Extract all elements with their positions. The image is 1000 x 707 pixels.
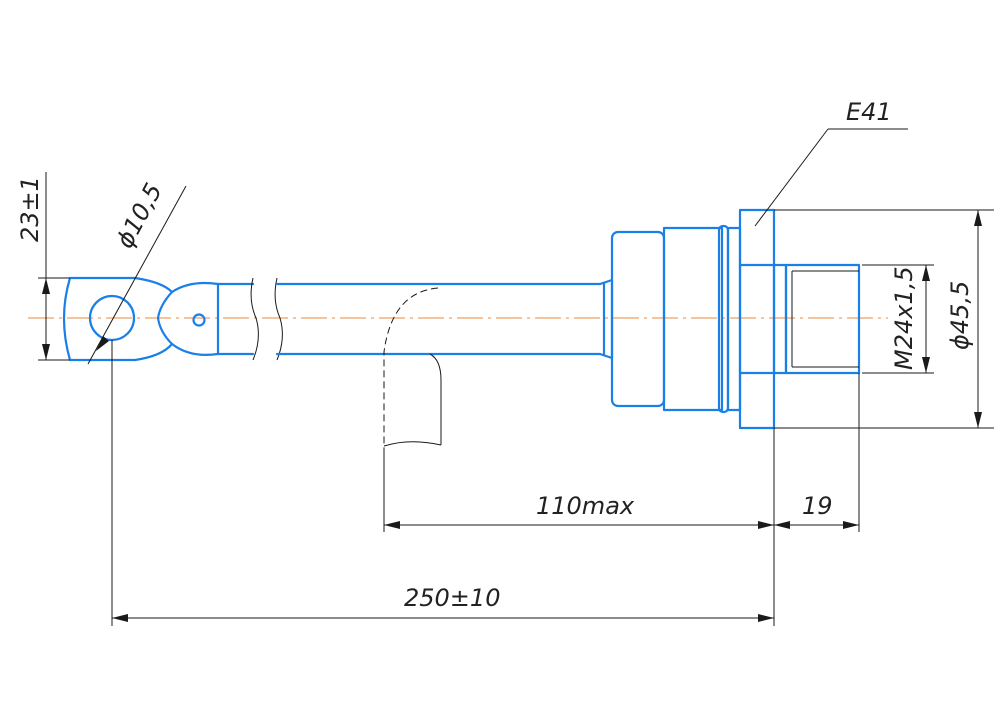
break-line-left: [250, 277, 259, 361]
thread-length-label: 19: [802, 492, 833, 520]
cable: [275, 278, 614, 360]
dim-lug-height: [38, 172, 70, 361]
dim-total-length: [112, 614, 774, 622]
dim-thread: [862, 264, 934, 374]
thread-label: M24x1,5: [890, 266, 918, 370]
marking-label: E41: [846, 98, 892, 126]
threaded-stud: [784, 263, 861, 375]
hole-diameter-label: ϕ10,5: [111, 178, 168, 252]
dim-hole-diameter: [87, 185, 187, 365]
small-hole: [192, 313, 206, 327]
body-diameter-label: ϕ45,5: [946, 281, 974, 350]
flex-length-label: 110max: [536, 492, 635, 520]
flex-cable-side: [429, 353, 442, 445]
break-line-right: [274, 277, 283, 361]
dim-body-diameter: [774, 209, 994, 429]
dim-flex-length: [384, 521, 774, 529]
total-length-label: 250±10: [404, 584, 500, 612]
dim-thread-length: [774, 521, 859, 529]
device-body: [610, 208, 788, 430]
marking-leader: [754, 128, 908, 227]
lug: [62, 276, 255, 362]
flex-cable-break: [383, 441, 442, 447]
lug-height-label: 23±1: [16, 176, 44, 242]
flex-cable-outline: [383, 287, 439, 448]
